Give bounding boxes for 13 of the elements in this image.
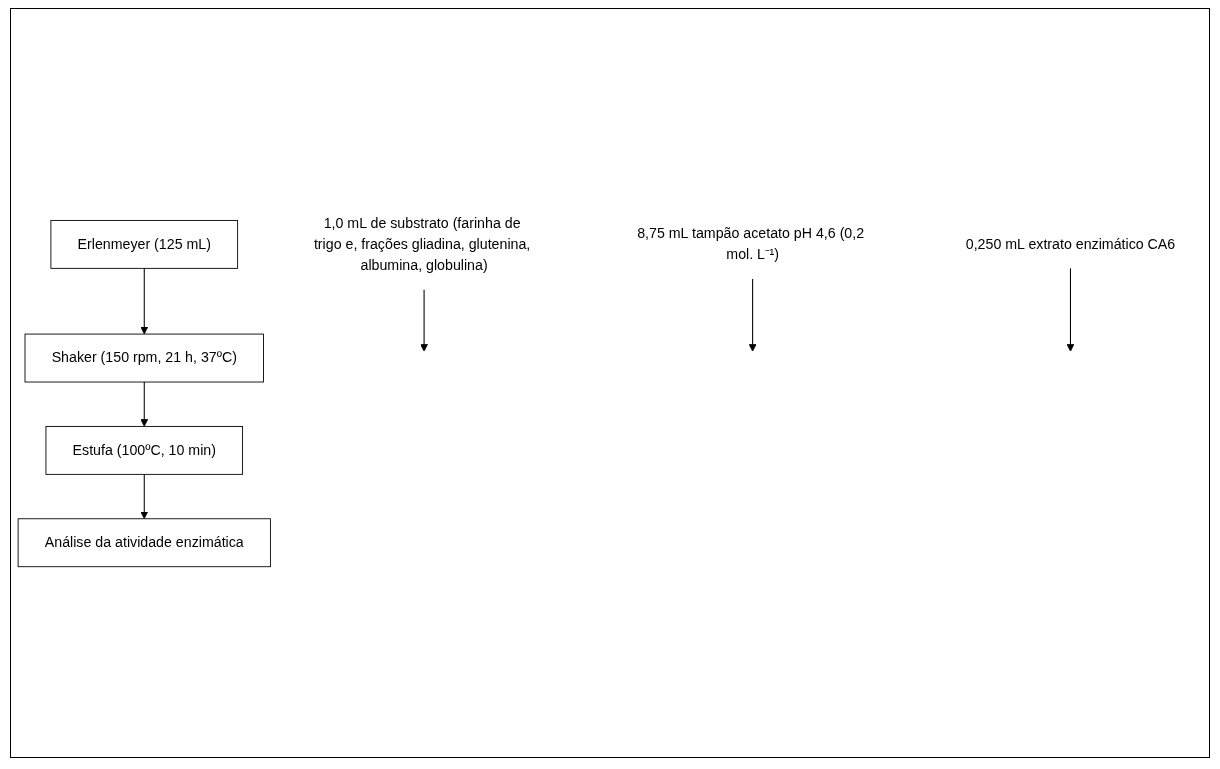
node-box: Estufa (100ºC, 10 min) bbox=[45, 426, 244, 475]
node-text: 0,250 mL extrato enzimático CA6 bbox=[965, 236, 1176, 252]
arrow bbox=[140, 381, 149, 427]
node-box: Análise da atividade enzimática bbox=[17, 518, 271, 568]
node-text: 8,75 mL tampão acetato pH 4,6 (0,2 mol. L⁻¹) bbox=[637, 225, 865, 263]
arrow bbox=[420, 289, 428, 352]
arrow bbox=[748, 278, 757, 352]
arrow bbox=[140, 473, 149, 520]
arrow bbox=[140, 267, 149, 335]
arrow bbox=[1066, 267, 1075, 352]
node-text: 1,0 mL de substrato (farinha de trigo e, frações gliadina, glutenina, albumina, globulina) bbox=[313, 215, 531, 273]
node-box: Erlenmeyer (125 mL) bbox=[50, 220, 239, 269]
node-box: Shaker (150 rpm, 21 h, 37ºC) bbox=[24, 333, 264, 383]
